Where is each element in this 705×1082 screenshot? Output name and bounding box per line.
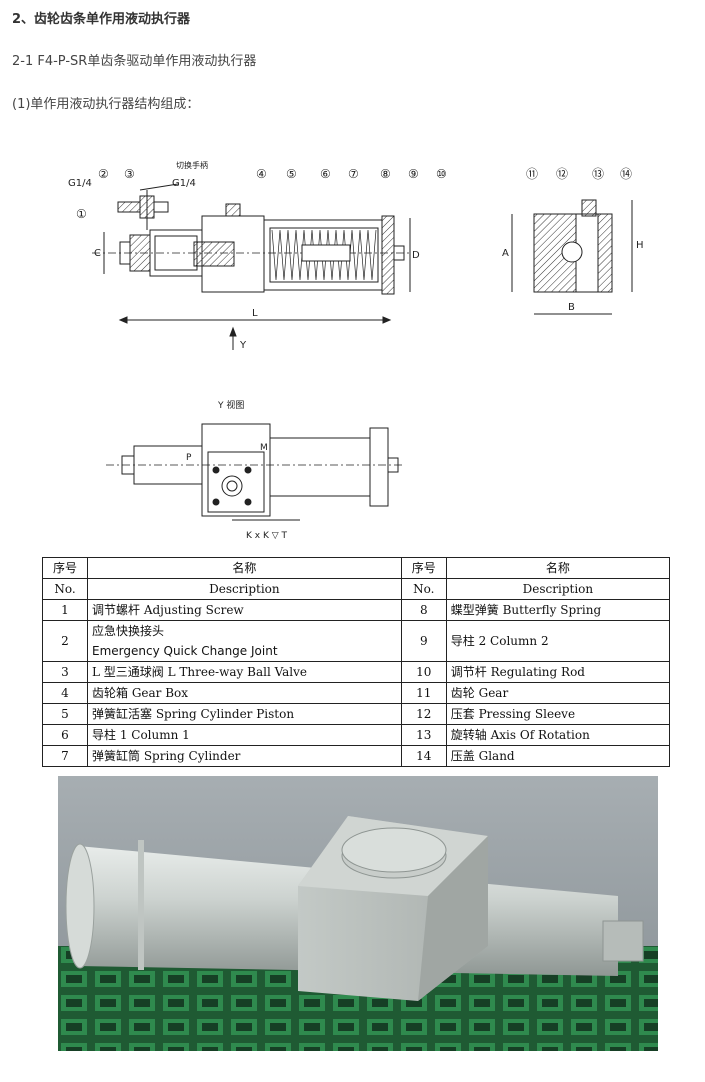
- section-heading: 2、齿轮齿条单作用液动执行器: [12, 12, 191, 27]
- row-number: 1: [42, 599, 88, 621]
- dim-c-label: C: [94, 248, 101, 259]
- handle-note: 切换手柄: [176, 160, 208, 170]
- callout-6: ⑥: [320, 167, 331, 181]
- row-description: 调节螺杆 Adjusting Screw: [87, 599, 402, 621]
- sub-heading: 2-1 F4-P-SR单齿条驱动单作用液动执行器: [12, 54, 257, 69]
- row-description-en: Emergency Quick Change Joint: [92, 644, 278, 658]
- end-nut: [602, 920, 644, 962]
- header-no-cn: 序号: [42, 557, 88, 579]
- parts-table: 序号 名称 序号 名称 No. Description No. Descript…: [42, 557, 671, 767]
- header-name-en: Description: [87, 578, 402, 600]
- row-number: 5: [42, 703, 88, 725]
- header-no-cn: 序号: [400, 557, 447, 579]
- callout-11: ⑪: [526, 167, 538, 181]
- callout-2: ②: [98, 167, 109, 181]
- callout-12: ⑫: [556, 167, 568, 181]
- row-number: 14: [400, 745, 447, 767]
- header-name-en: Description: [445, 578, 671, 600]
- header-name-cn: 名称: [445, 557, 671, 579]
- row-description: 旋转轴 Axis Of Rotation: [445, 724, 671, 746]
- callout-3: ③: [124, 167, 135, 181]
- callout-8: ⑧: [380, 167, 391, 181]
- row-number: 2: [42, 620, 88, 662]
- technical-drawing: ① ② ③ ④ ⑤ ⑥ ⑦ ⑧ ⑨ ⑩ ⑪ ⑫ ⑬ ⑭ G1/4 G1/4 切换…: [68, 160, 644, 541]
- row-description: 导柱 1 Column 1: [87, 724, 402, 746]
- y-view-gear-box: [201, 423, 271, 517]
- dim-m-label: M: [260, 443, 268, 453]
- table-row: 5 弹簧缸活塞 Spring Cylinder Piston 12 压套 Pre…: [42, 703, 671, 725]
- callout-1: ①: [76, 207, 87, 221]
- table-row: 3 L 型三通球阀 L Three-way Ball Valve 10 调节杆 …: [42, 661, 671, 683]
- row-description: 压套 Pressing Sleeve: [445, 703, 671, 725]
- callout-10: ⑩: [436, 167, 447, 181]
- row-number: 11: [400, 682, 447, 704]
- header-no-en: No.: [42, 578, 88, 600]
- table-row: 6 导柱 1 Column 1 13 旋转轴 Axis Of Rotation: [42, 724, 671, 746]
- row-description: 调节杆 Regulating Rod: [445, 661, 671, 683]
- callout-5: ⑤: [286, 167, 297, 181]
- callout-9: ⑨: [408, 167, 419, 181]
- callout-14: ⑭: [620, 167, 632, 181]
- row-number: 13: [400, 724, 447, 746]
- port-label-left: G1/4: [68, 178, 92, 189]
- product-photo: [58, 776, 658, 1051]
- row-description-cn: 应急快换接头: [92, 624, 165, 638]
- dim-a-label: A: [502, 248, 509, 259]
- dim-h-label: H: [636, 240, 644, 251]
- row-number: 3: [42, 661, 88, 683]
- row-number: 4: [42, 682, 88, 704]
- table-row: 2 应急快换接头 Emergency Quick Change Joint 9 …: [42, 620, 671, 662]
- callout-13: ⑬: [592, 167, 604, 181]
- row-description: 导柱 2 Column 2: [445, 620, 671, 662]
- row-number: 6: [42, 724, 88, 746]
- dim-p-label: P: [186, 453, 192, 463]
- y-view-title: Y 视图: [217, 399, 244, 411]
- header-row-cn: 序号 名称 序号 名称: [42, 557, 671, 579]
- row-description: L 型三通球阀 L Three-way Ball Valve: [87, 661, 402, 683]
- row-number: 12: [400, 703, 447, 725]
- dim-kkt-label: K x K ▽ T: [246, 531, 287, 541]
- table-row: 1 调节螺杆 Adjusting Screw 8 蝶型弹簧 Butterfly …: [42, 599, 671, 621]
- dim-d-label: D: [412, 250, 420, 261]
- row-description: 齿轮箱 Gear Box: [87, 682, 402, 704]
- table-row: 4 齿轮箱 Gear Box 11 齿轮 Gear: [42, 682, 671, 704]
- row-description: 应急快换接头 Emergency Quick Change Joint: [87, 620, 402, 662]
- header-no-en: No.: [400, 578, 447, 600]
- header-row-en: No. Description No. Description: [42, 578, 671, 600]
- callout-7: ⑦: [348, 167, 359, 181]
- row-description: 弹簧缸筒 Spring Cylinder: [87, 745, 402, 767]
- row-description: 蝶型弹簧 Butterfly Spring: [445, 599, 671, 621]
- intro-text: (1)单作用液动执行器结构组成：: [12, 97, 200, 112]
- row-number: 7: [42, 745, 88, 767]
- header-name-cn: 名称: [87, 557, 402, 579]
- table-row: 7 弹簧缸筒 Spring Cylinder 14 压盖 Gland: [42, 745, 671, 767]
- dim-l-label: L: [252, 308, 258, 319]
- row-number: 8: [400, 599, 447, 621]
- port-label-right: G1/4: [172, 178, 196, 189]
- arrow-y-label: Y: [239, 340, 247, 351]
- row-description: 压盖 Gland: [445, 745, 671, 767]
- row-number: 10: [400, 661, 447, 683]
- row-description: 齿轮 Gear: [445, 682, 671, 704]
- row-number: 9: [400, 620, 447, 662]
- row-description: 弹簧缸活塞 Spring Cylinder Piston: [87, 703, 402, 725]
- dim-b-label: B: [568, 302, 575, 313]
- callout-4: ④: [256, 167, 267, 181]
